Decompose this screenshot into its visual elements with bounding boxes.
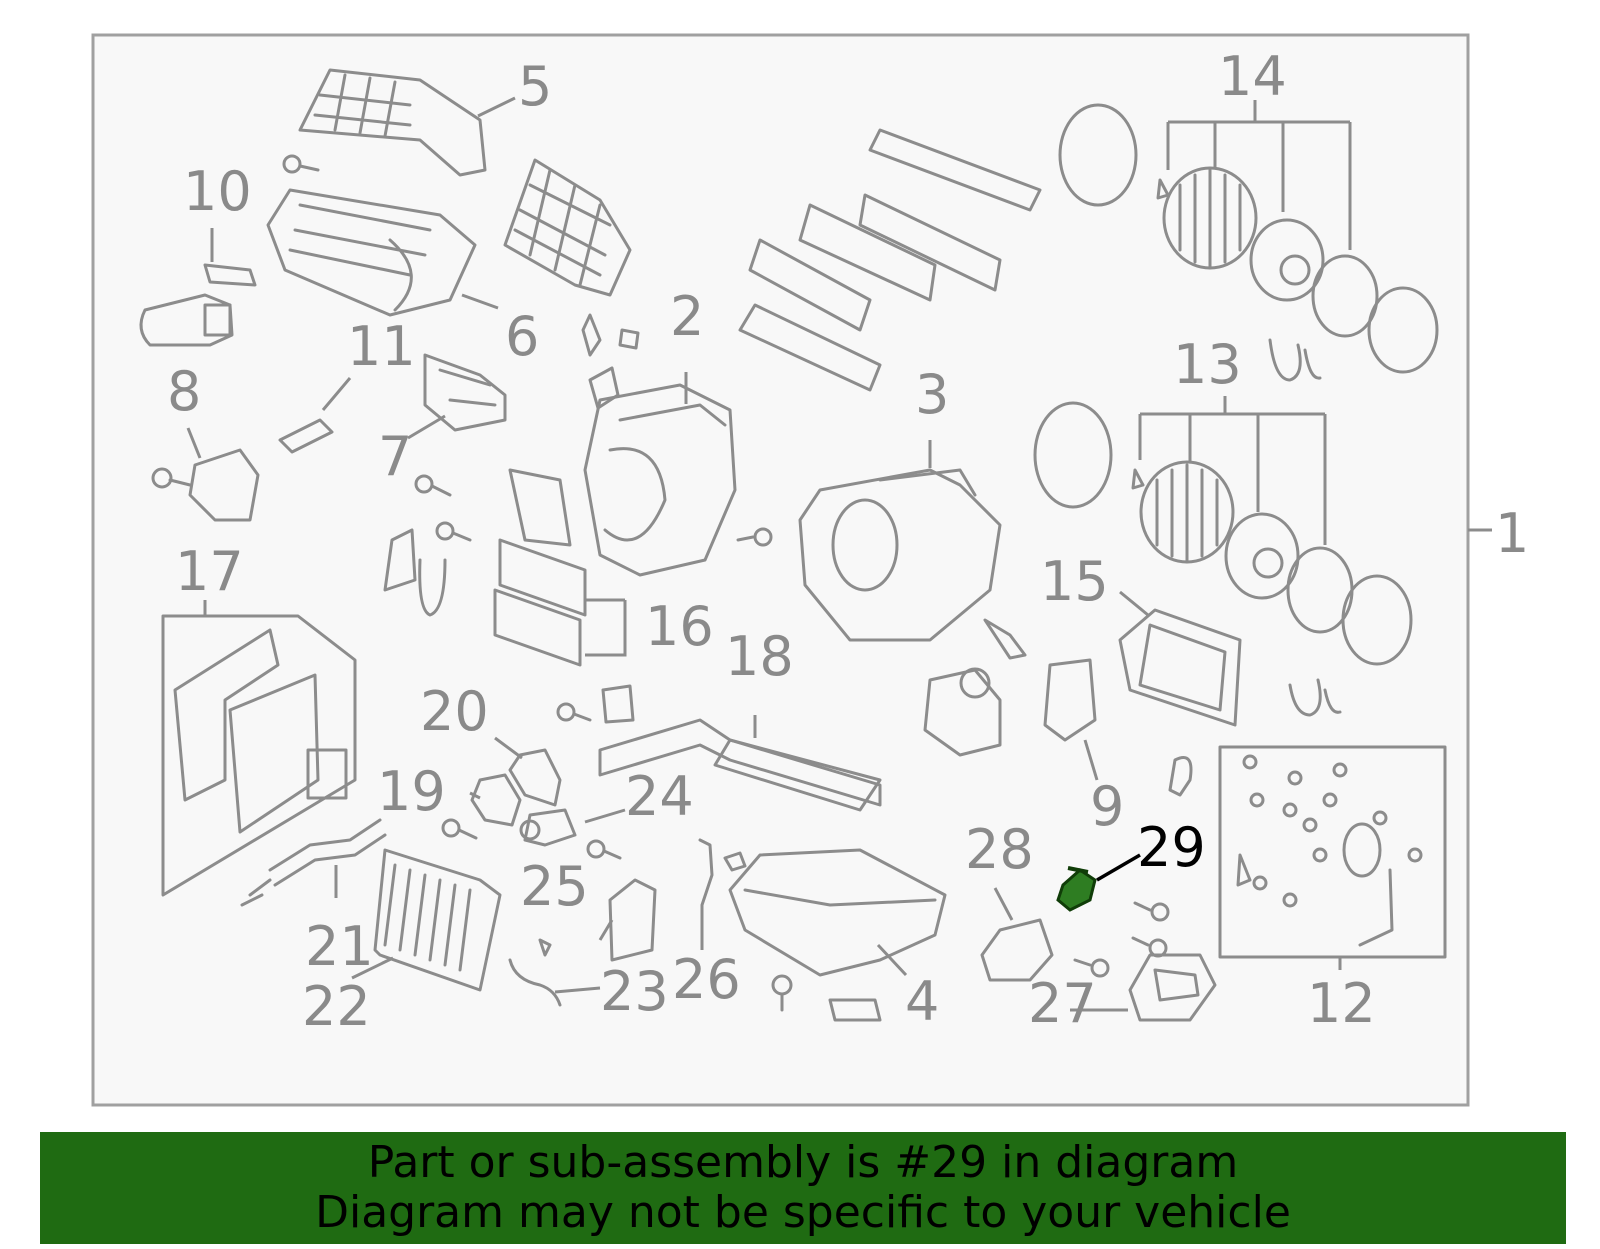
callout-21: 21 [305,915,374,978]
callout-1: 1 [1495,502,1529,565]
callout-11: 11 [347,315,416,378]
callout-22: 22 [302,975,371,1038]
part-29-highlighted [1056,866,1097,912]
part-12-hardware-box [1218,745,1447,959]
part-26-hose [698,838,747,907]
callout-12: 12 [1307,972,1376,1035]
part-20-cover [508,748,562,807]
part-bracket-hose [383,528,447,617]
diagram-frame [91,33,1470,1107]
part-grid-filter [503,158,632,297]
part-small-clip-b [618,328,640,350]
callout-23: 23 [600,960,669,1023]
part-7-actuator [423,353,507,432]
callout-26: 26 [672,948,741,1011]
part-24-valve [519,808,577,847]
callout-24: 24 [625,765,694,828]
callout-28: 28 [965,818,1034,881]
callout-15: 15 [1040,550,1109,613]
part-11-sensor [278,418,334,454]
part-slat-panels [738,128,1042,392]
callout-3: 3 [915,363,949,426]
part-seal [588,366,620,410]
part-27-actuator [1128,953,1217,1022]
callout-19: 19 [377,760,446,823]
part-screws-mid [282,154,773,860]
part-2-case [508,383,737,577]
callout-29-highlighted: 29 [1137,816,1206,879]
part-28-actuator [980,918,1054,982]
leaders-14 [1166,100,1352,250]
part-small-sensor [983,618,1027,660]
callout-6: 6 [505,305,539,368]
part-screws-lower-right [1073,901,1170,978]
part-22-heater-core [373,848,502,992]
part-15-filter [1118,608,1242,727]
part-17-panel [161,614,357,897]
callout-7: 7 [378,425,412,488]
callout-18: 18 [725,625,794,688]
part-3-case [798,468,1002,642]
leader-arrows [186,96,1342,1012]
part-18-heater [598,684,882,812]
callout-14: 14 [1218,45,1287,108]
banner-line-1: Part or sub-assembly is #29 in diagram [367,1137,1239,1188]
part-actuator-motor [139,293,234,347]
part-19-cover [470,773,522,827]
part-13-blower-group [1033,401,1413,717]
callout-20: 20 [420,680,489,743]
callout-9: 9 [1090,775,1124,838]
part-23-harness [508,938,562,1007]
callout-8: 8 [167,360,201,423]
leaders-13 [1138,396,1327,545]
callout-16: 16 [645,595,714,658]
callout-4: 4 [905,970,939,1033]
part-14-blower-group [1058,103,1439,382]
part-blower-motor-small [923,667,1002,757]
callout-2: 2 [670,285,704,348]
part-small-clip-a [581,313,602,357]
part-9-actuator [1043,658,1097,742]
part-21-pipes [240,818,387,907]
callout-17: 17 [175,540,244,603]
banner-line-2: Diagram may not be specific to your vehi… [315,1187,1291,1238]
part-25-resistor [608,878,657,962]
part-4-lower-case [728,848,947,1022]
part-seal-small [1168,756,1193,797]
callout-10: 10 [183,160,252,223]
part-8-actuator [151,448,260,522]
callout-13: 13 [1173,333,1242,396]
part-6-case [266,188,477,317]
callout-5: 5 [518,55,552,118]
part-5-duct [298,68,487,177]
callout-27: 27 [1028,972,1097,1035]
info-banner: Part or sub-assembly is #29 in diagram D… [40,1132,1566,1244]
part-10-bracket [203,263,257,287]
part-16-filters [493,538,587,667]
callout-25: 25 [520,855,589,918]
